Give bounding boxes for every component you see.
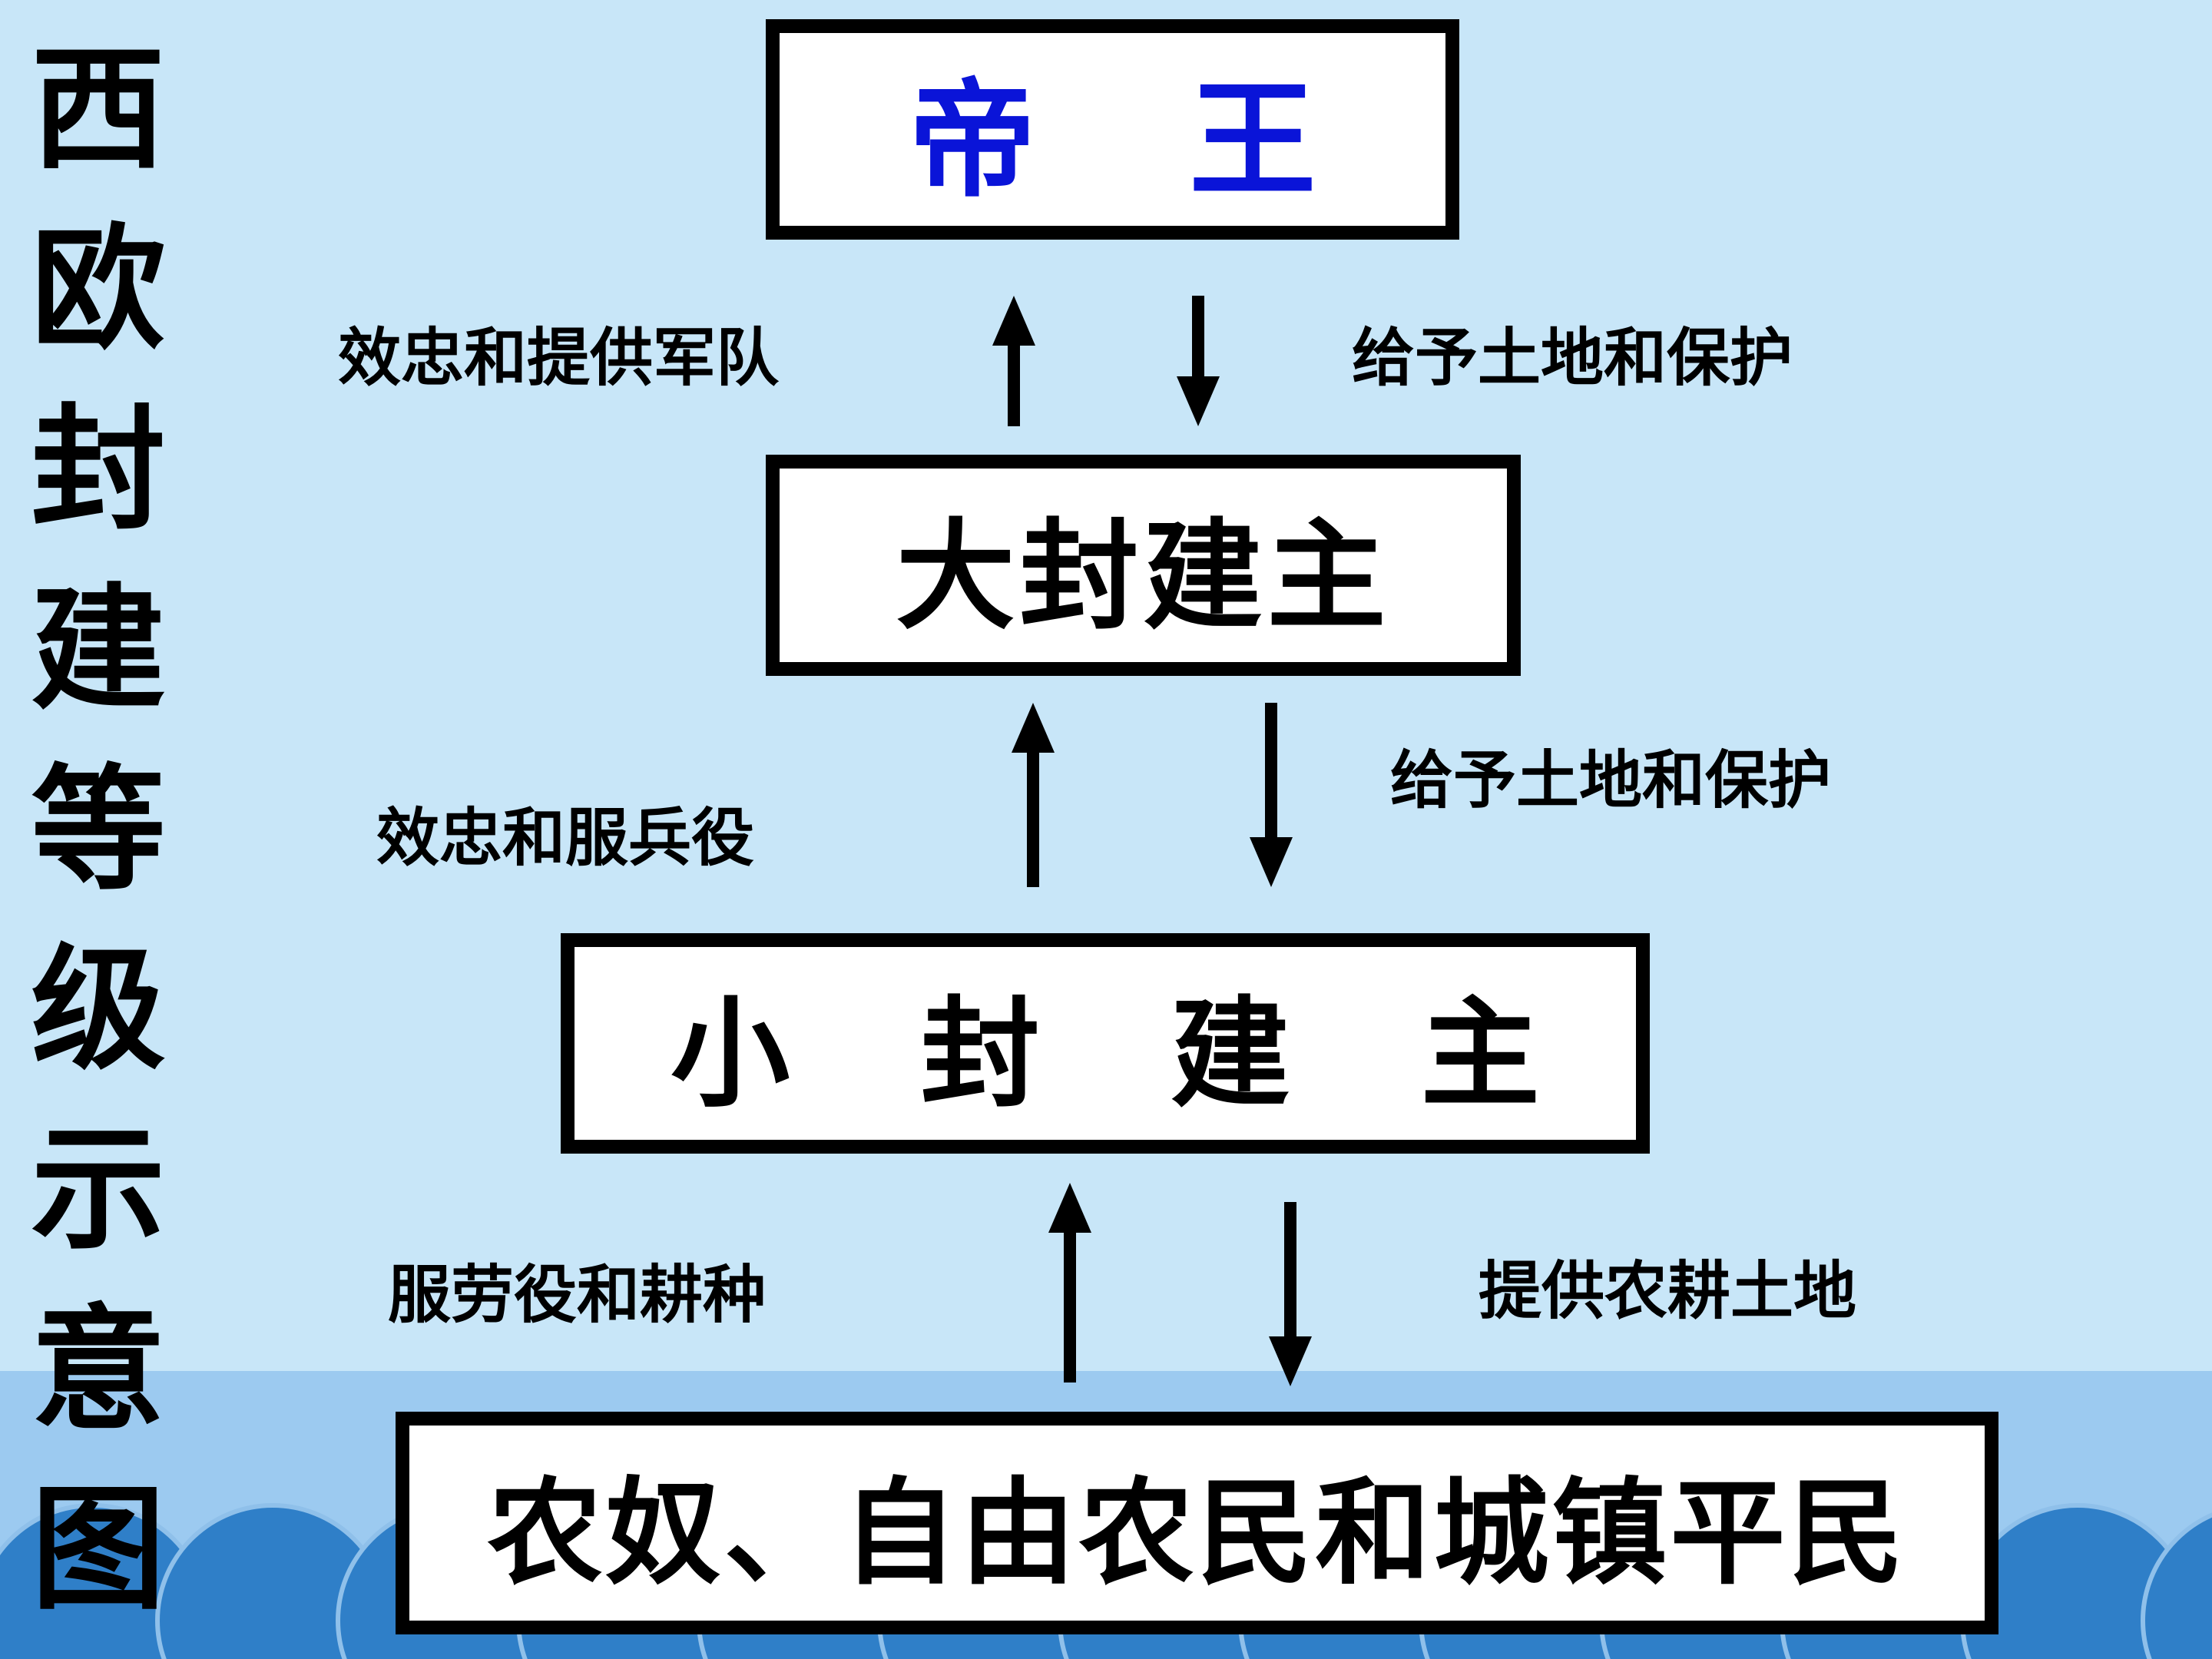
relation-label-loyalty-army: 效忠和提供军队 — [338, 321, 780, 395]
title-char: 建 — [31, 571, 166, 729]
commoners-box: 农奴、自由农民和城镇平民 — [396, 1412, 1998, 1634]
small-lords-char: 封 — [920, 983, 1040, 1124]
emperor-char: 帝 — [909, 65, 1036, 214]
great-lords-label: 大封建主 — [896, 505, 1391, 646]
relation-label-labor-farming: 服劳役和耕种 — [388, 1258, 767, 1332]
vertical-title: 西 欧 封 建 等 级 示 意 图 — [22, 42, 175, 1617]
commoners-label: 农奴、自由农民和城镇平民 — [487, 1465, 1907, 1601]
relation-label-grant-land-protection: 给予土地和保护 — [1352, 321, 1793, 395]
small-lords-char: 建 — [1171, 983, 1290, 1124]
title-char: 图 — [31, 1471, 166, 1628]
title-char: 西 — [31, 31, 166, 188]
wave-circle — [2141, 1512, 2212, 1659]
great-lords-box: 大封建主 — [766, 455, 1521, 676]
title-char: 封 — [31, 390, 166, 548]
emperor-char: 王 — [1189, 65, 1316, 214]
relation-label-loyalty-military-service: 效忠和服兵役 — [376, 801, 755, 875]
emperor-box: 帝 王 — [766, 19, 1459, 240]
small-lords-char: 小 — [671, 983, 790, 1124]
small-lords-box: 小 封 建 主 — [561, 933, 1650, 1154]
title-char: 等 — [31, 750, 166, 909]
title-char: 欧 — [31, 210, 166, 369]
title-char: 级 — [31, 930, 166, 1088]
relation-label-provide-farmland: 提供农耕土地 — [1479, 1254, 1857, 1328]
small-lords-char: 主 — [1420, 983, 1540, 1124]
title-char: 示 — [31, 1111, 166, 1269]
relation-label-grant-land-protection: 给予土地和保护 — [1390, 743, 1832, 817]
title-char: 意 — [31, 1290, 166, 1449]
